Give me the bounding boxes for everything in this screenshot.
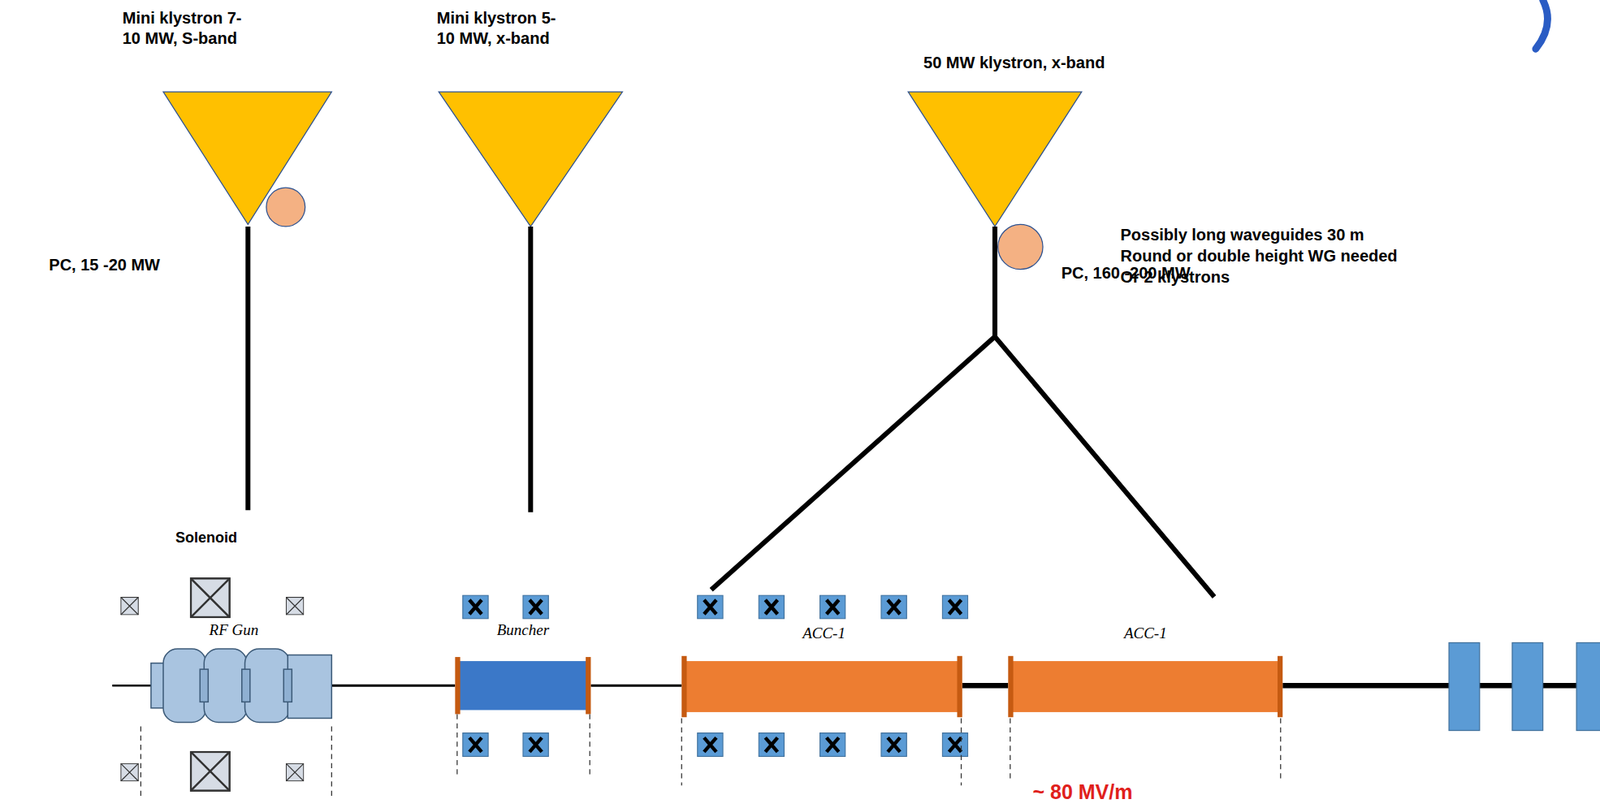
flange	[1277, 656, 1283, 718]
coil-symbol	[523, 733, 549, 757]
solenoid-coil	[285, 597, 303, 615]
flange	[585, 657, 591, 714]
coil-symbol	[697, 733, 723, 757]
solenoid-coil	[121, 763, 139, 781]
gradient-label: ~ 80 MV/m	[1032, 779, 1133, 805]
beam-pipe	[590, 684, 682, 688]
waveguide	[527, 226, 533, 513]
flange	[681, 656, 687, 718]
waveguide	[711, 226, 995, 590]
rf-gun: RF Gun	[110, 510, 346, 796]
magnet-block	[1512, 642, 1544, 731]
gun-cell	[245, 648, 290, 723]
rf-gun-body	[151, 648, 332, 723]
solenoid-coil	[190, 752, 230, 792]
pulse-compressor	[998, 224, 1043, 269]
solenoid-coil	[121, 597, 139, 615]
node-text: Mini klystron 7-10 MW, S-band	[122, 8, 257, 49]
buncher-body	[458, 661, 588, 710]
dashed-mark	[331, 726, 333, 796]
flange	[1007, 656, 1013, 718]
klystron: Mini klystron 5-10 MW, x-band	[433, 6, 628, 227]
accelerator: ACC-1	[678, 589, 969, 764]
node-text: Buncher	[449, 620, 597, 640]
coil-symbol	[697, 595, 723, 619]
coil-symbol	[758, 733, 784, 757]
dashed-mark	[456, 713, 458, 775]
magnet-block	[1448, 642, 1480, 731]
magnet-block	[1576, 642, 1600, 731]
gun-solenoid-coils	[121, 578, 304, 791]
coil-symbol	[942, 595, 968, 619]
beam-pipe	[331, 684, 455, 688]
structures	[454, 642, 1600, 731]
coil-symbol	[462, 595, 489, 619]
waveguide	[245, 226, 251, 511]
coil-symbol	[881, 733, 907, 757]
beam-pipe	[962, 683, 1009, 688]
node-text: ACC-1	[1005, 623, 1287, 644]
gun-iris	[283, 669, 292, 702]
klystron-triangle	[163, 91, 332, 225]
flange	[454, 657, 460, 714]
flange	[956, 656, 962, 718]
klystron-triangle	[438, 91, 623, 227]
pulse-compressor	[266, 187, 306, 227]
dashed-mark	[1280, 717, 1281, 779]
logo-stroke	[1535, 0, 1549, 49]
dashed-mark	[960, 717, 962, 786]
gun-coupler	[287, 655, 332, 719]
note: Possibly long waveguides 30 m Round or d…	[1120, 224, 1406, 288]
gun-cell	[203, 648, 247, 723]
klystron: Mini klystron 7-10 MW, S-band	[120, 6, 376, 227]
power-label: PC, 15 -20 MW	[48, 255, 160, 276]
dashed-mark	[589, 713, 591, 775]
coil-symbol	[819, 733, 845, 757]
klystron-triangle	[908, 91, 1082, 227]
coil-symbol	[758, 595, 784, 619]
accelerator: ACC-1	[1005, 596, 1287, 720]
dashed-mark	[140, 726, 142, 796]
beam-pipe	[112, 684, 152, 688]
coil-symbol	[462, 733, 489, 757]
buncher: Buncher	[449, 512, 597, 763]
node-text: Mini klystron 5-10 MW, x-band	[436, 8, 571, 49]
coil-symbol	[881, 595, 907, 619]
gun-iris	[199, 669, 208, 702]
node-text: 50 MW klystron, x-band	[923, 52, 1105, 74]
accelerator-body	[685, 661, 960, 713]
coil-symbol	[523, 595, 549, 619]
node-text: RF Gun	[209, 620, 260, 640]
focusing-coils	[462, 595, 969, 757]
beam-pipe	[1282, 683, 1600, 688]
dashed-mark	[1009, 717, 1011, 779]
solenoid-coil	[285, 763, 303, 781]
gun-iris	[242, 669, 251, 702]
solenoid-label: Solenoid	[175, 528, 238, 548]
klystron: 50 MW klystron, x-band	[903, 51, 1159, 227]
accelerator-body	[1011, 661, 1280, 713]
dashed-mark	[681, 717, 683, 786]
coil-symbol	[942, 733, 968, 757]
coil-symbol	[819, 595, 845, 619]
solenoid-coil	[190, 578, 230, 618]
node-text: ACC-1	[678, 623, 969, 644]
